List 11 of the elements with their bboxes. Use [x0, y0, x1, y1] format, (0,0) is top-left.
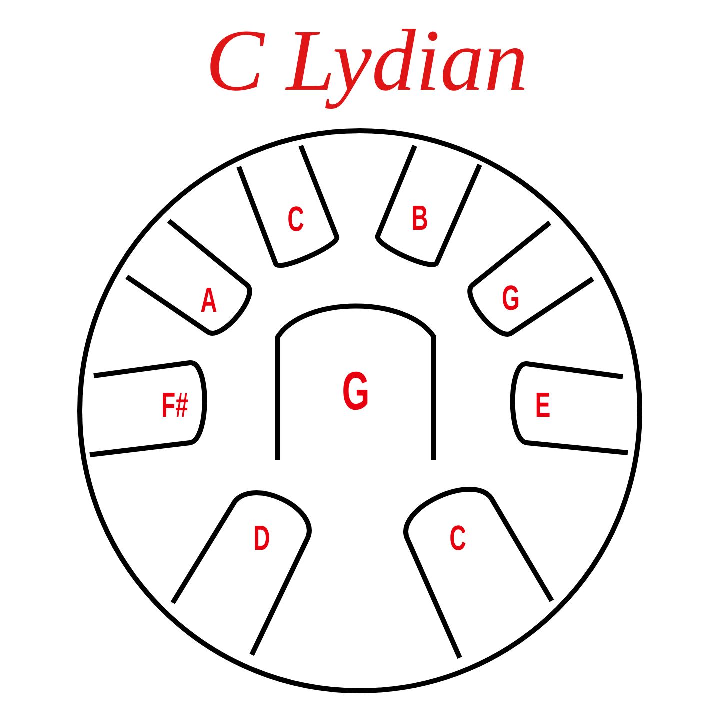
note-label: G: [500, 284, 522, 312]
note-label: G: [340, 370, 372, 412]
note-label: A: [198, 286, 220, 314]
title: C Lydian: [210, 28, 525, 109]
note-label: C: [448, 524, 468, 552]
note-label: C: [286, 204, 306, 234]
note-label: E: [533, 390, 553, 420]
note-label: B: [410, 204, 430, 232]
note-label: F#: [160, 390, 190, 420]
note-label: D: [252, 524, 272, 552]
drum-outline: [78, 128, 642, 694]
